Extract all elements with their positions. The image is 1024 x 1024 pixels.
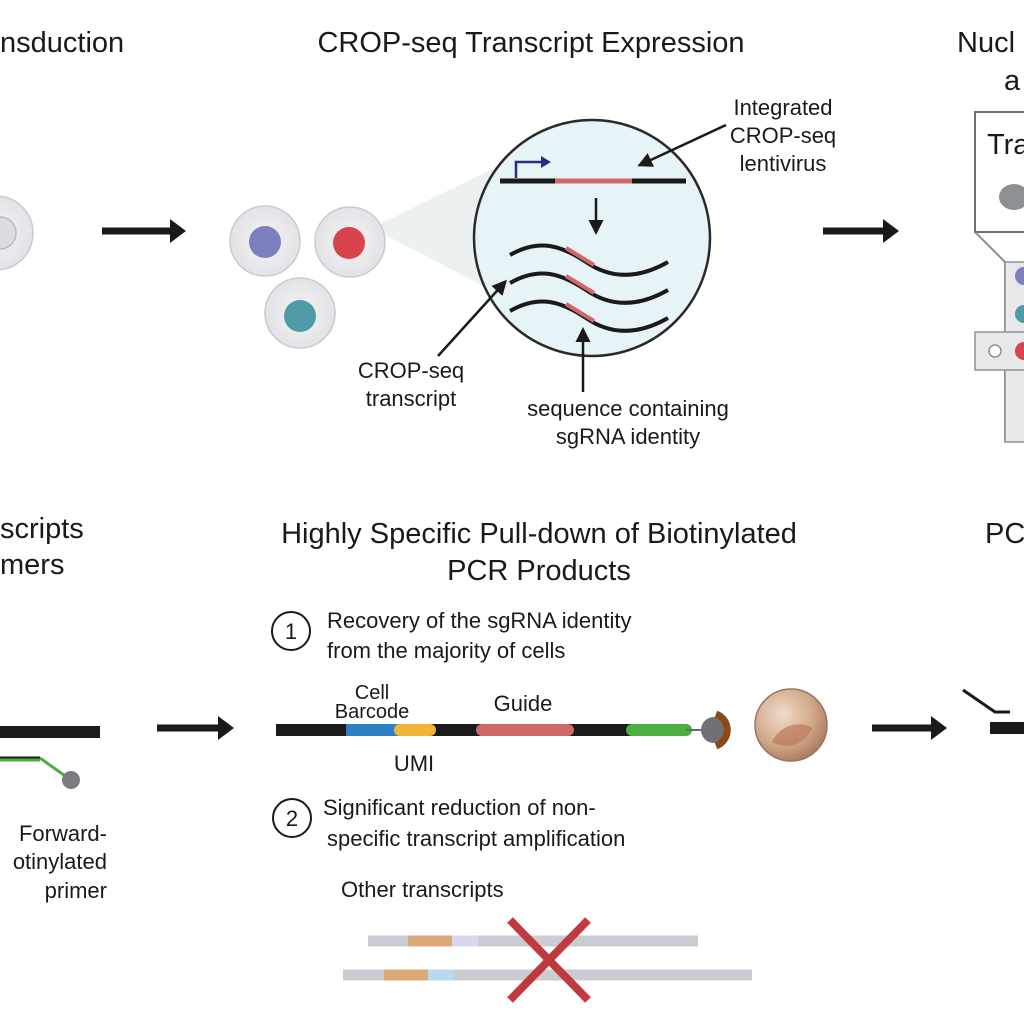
svg-text:transcript: transcript xyxy=(366,386,456,411)
cell-teal xyxy=(264,277,336,349)
nucleus-red xyxy=(333,227,365,259)
cell-purple xyxy=(229,205,301,277)
arrowhead-icon xyxy=(883,219,899,243)
svg-text:Highly Specific Pull-down of B: Highly Specific Pull-down of Biotinylate… xyxy=(281,518,797,550)
sequence-label: sequence containing sgRNA identity xyxy=(527,396,729,449)
device-cell-red xyxy=(1015,342,1024,360)
svg-text:otinylated: otinylated xyxy=(13,849,107,874)
svg-text:Integrated: Integrated xyxy=(733,95,832,120)
guide-label: Guide xyxy=(494,691,553,716)
transcript-label: CROP-seq transcript xyxy=(358,358,464,411)
nucleus-title-line2: a xyxy=(1004,65,1021,97)
primer-label: Forward- otinylated primer xyxy=(13,821,107,903)
transduction-title: nsduction xyxy=(0,27,124,59)
nucleus-teal xyxy=(284,300,316,332)
svg-text:PCR Products: PCR Products xyxy=(447,555,631,587)
step-1-badge xyxy=(271,611,311,651)
step-1: 1 Recovery of the sgRNA identity from th… xyxy=(271,608,631,663)
expression-title: CROP-seq Transcript Expression xyxy=(317,27,744,59)
svg-text:CROP-seq: CROP-seq xyxy=(358,358,464,383)
left-title: scripts mers xyxy=(0,513,84,581)
arrowhead-icon xyxy=(170,219,186,243)
integrated-lentivirus xyxy=(500,156,686,184)
svg-text:CROP-seq: CROP-seq xyxy=(730,123,836,148)
svg-text:Cell: Cell xyxy=(355,682,389,704)
right-title: PC xyxy=(985,518,1024,550)
primer-schematic xyxy=(0,726,100,789)
svg-text:mers: mers xyxy=(0,549,64,581)
promoter-arrow-icon xyxy=(514,160,543,178)
streptavidin-bead-icon xyxy=(754,688,828,762)
integrated-pointer-arrow xyxy=(637,123,727,167)
svg-text:primer: primer xyxy=(45,878,107,903)
integrated-label: Integrated CROP-seq lentivirus xyxy=(730,95,836,176)
svg-text:specific transcript amplificat: specific transcript amplification xyxy=(327,826,625,851)
bead-icon xyxy=(999,184,1024,210)
device-cell-purple xyxy=(1015,267,1024,285)
step-2-badge xyxy=(272,798,312,838)
microfluidic-device: Tra xyxy=(974,111,1024,443)
svg-text:Recovery of the sgRNA identity: Recovery of the sgRNA identity xyxy=(327,608,631,633)
svg-text:sequence containing: sequence containing xyxy=(527,396,729,421)
streptavidin-icon xyxy=(714,710,731,750)
cell-barcode-label: Cell Barcode xyxy=(335,682,410,723)
step-2: 2 Significant reduction of non- specific… xyxy=(272,795,625,851)
transduced-cell xyxy=(0,195,34,271)
pcr-construct xyxy=(276,688,828,762)
transcript-waves xyxy=(509,243,669,333)
umi-label: UMI xyxy=(394,751,434,776)
device-label: Tra xyxy=(987,129,1024,161)
zoom-cone xyxy=(372,160,510,300)
svg-text:Barcode: Barcode xyxy=(335,701,410,723)
svg-text:sgRNA identity: sgRNA identity xyxy=(556,424,700,449)
svg-text:scripts: scripts xyxy=(0,513,84,545)
svg-text:lentivirus: lentivirus xyxy=(740,151,827,176)
svg-text:from the majority of cells: from the majority of cells xyxy=(327,638,565,663)
svg-text:Forward-: Forward- xyxy=(19,821,107,846)
arrowhead-icon xyxy=(218,716,234,740)
pcr-schematic xyxy=(962,688,1024,734)
primer-green-segment xyxy=(39,756,69,780)
svg-text:Significant reduction of non-: Significant reduction of non- xyxy=(323,795,596,820)
nucleus-purple xyxy=(249,226,281,258)
svg-text:1: 1 xyxy=(285,619,297,644)
cross-icon xyxy=(507,917,591,1003)
device-cell-teal xyxy=(1015,305,1024,323)
biotin-icon xyxy=(62,771,80,789)
other-transcripts-label: Other transcripts xyxy=(341,877,504,902)
arrowhead-icon xyxy=(931,716,947,740)
biotin-icon xyxy=(701,717,727,743)
nucleus-title-line1: Nucl xyxy=(957,27,1015,59)
cell-red xyxy=(314,206,386,278)
transcript-pointer-arrow xyxy=(437,279,508,357)
svg-text:2: 2 xyxy=(286,806,298,831)
center-title: Highly Specific Pull-down of Biotinylate… xyxy=(281,518,797,587)
